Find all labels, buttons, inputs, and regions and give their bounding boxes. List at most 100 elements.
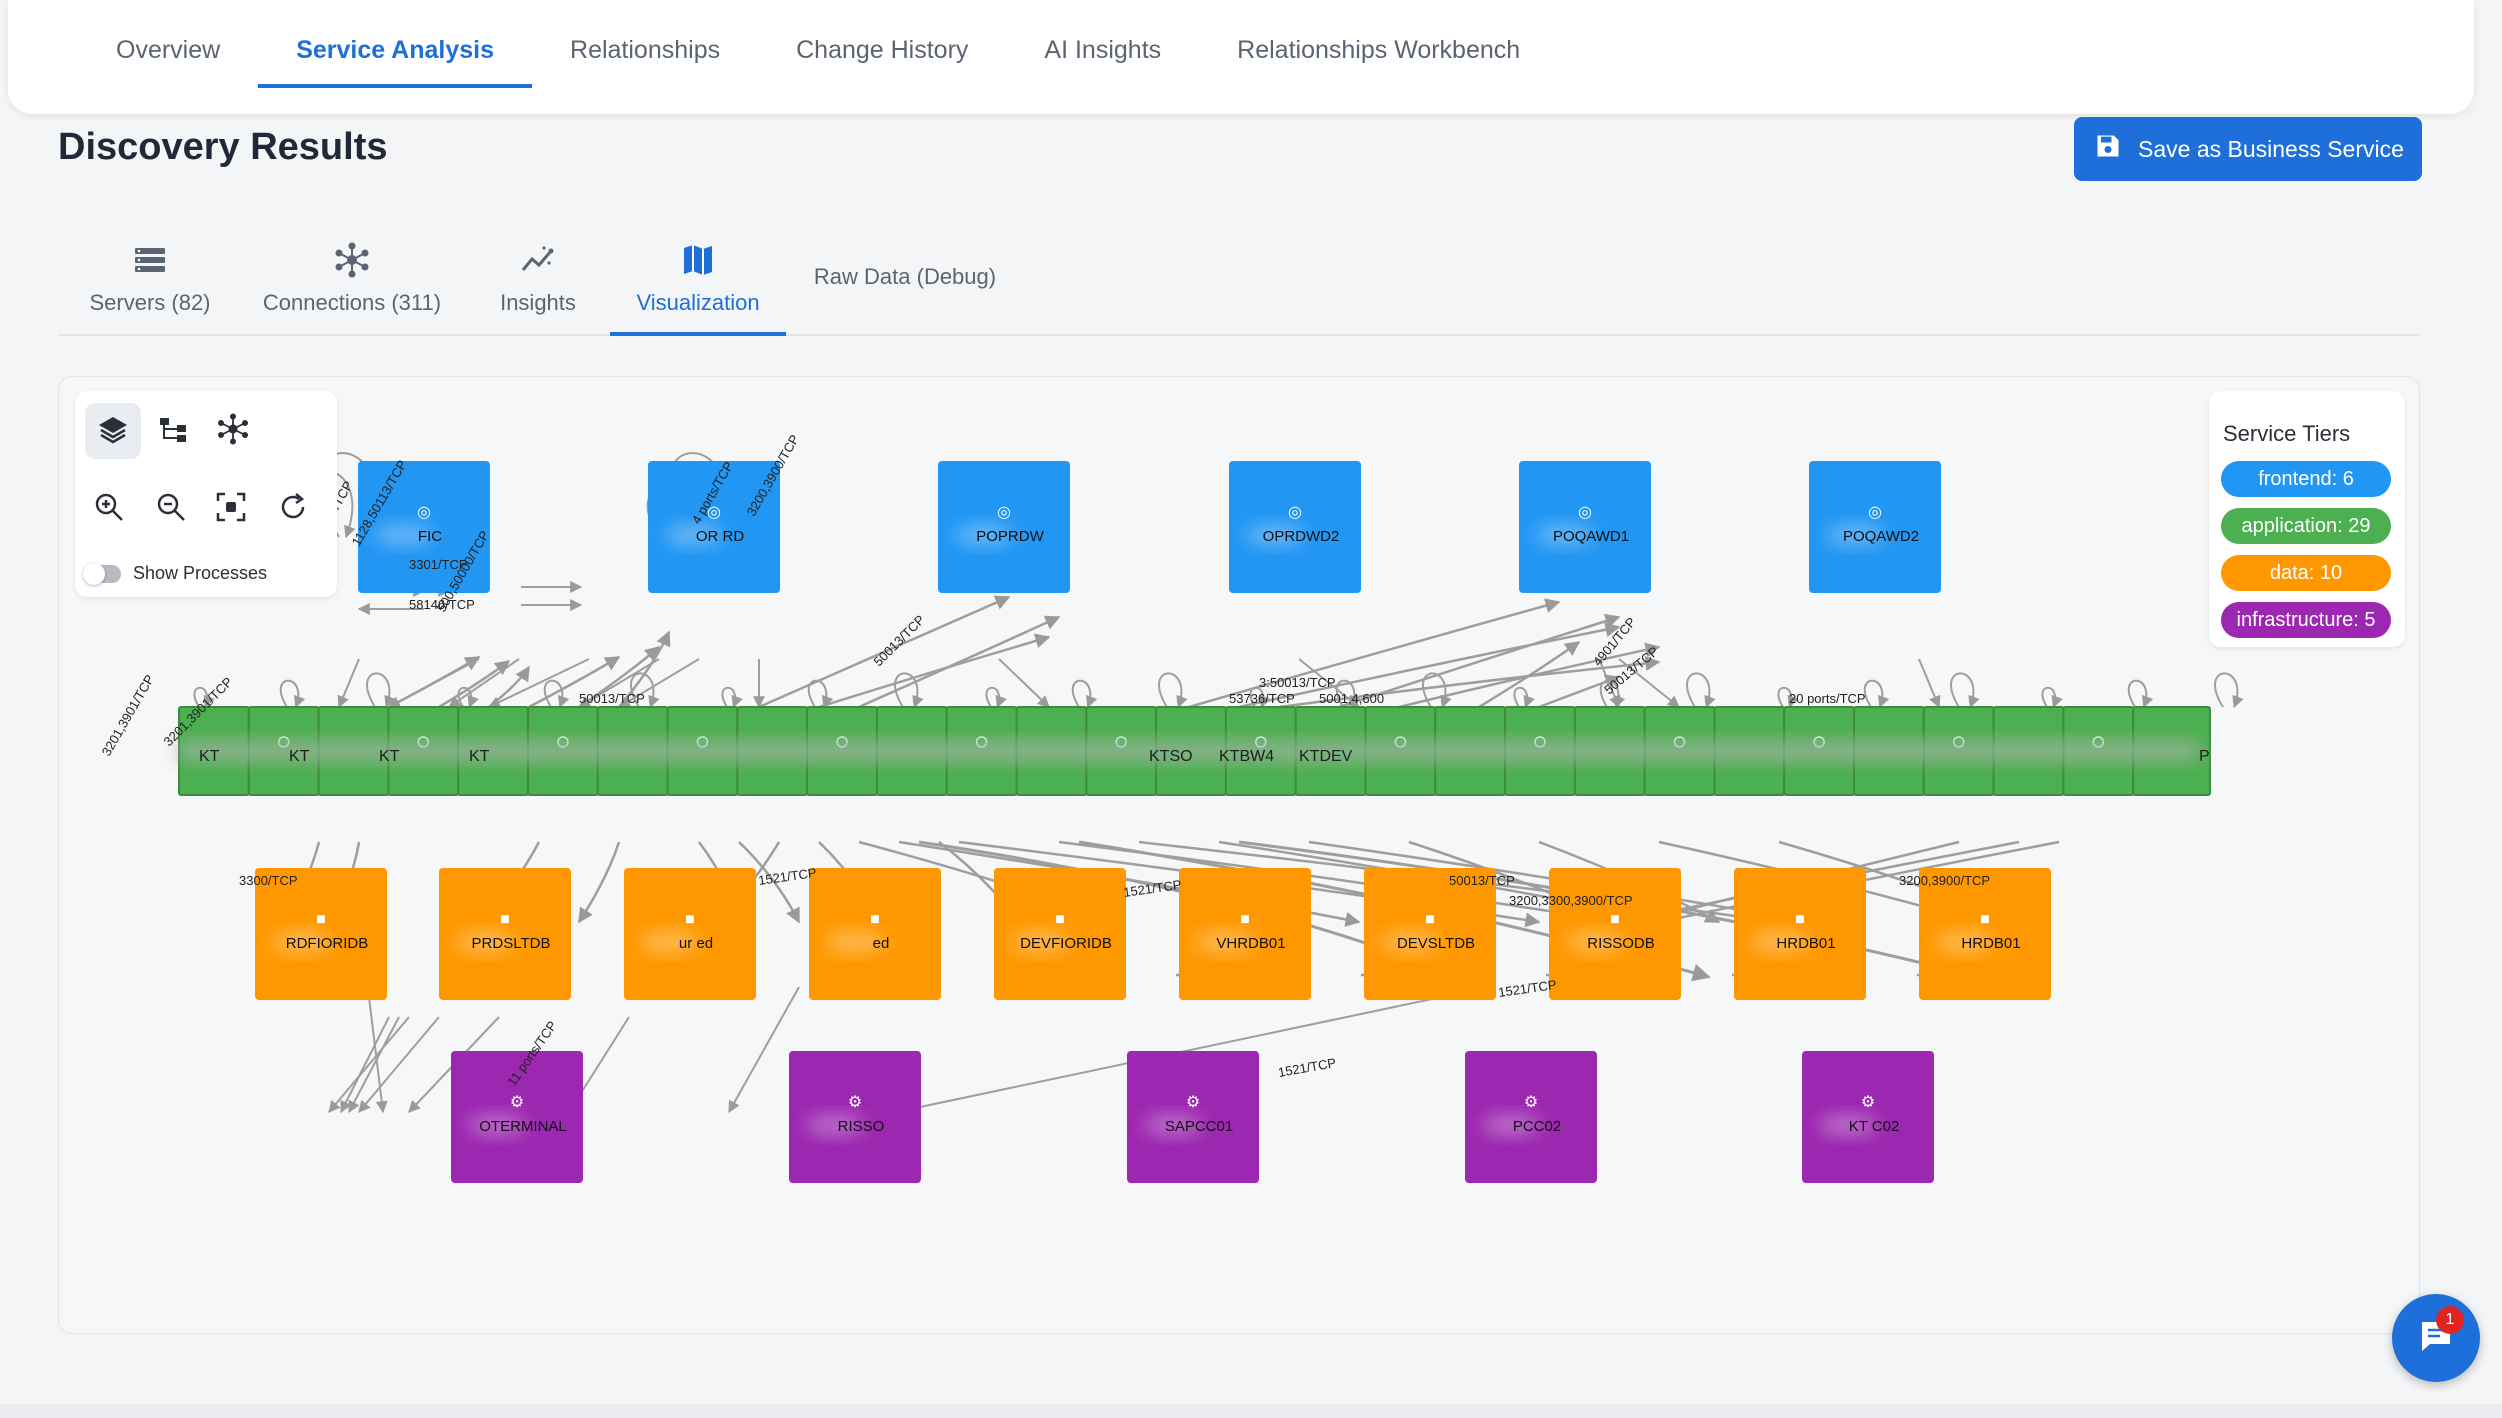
self-loop-edge[interactable]: [1158, 672, 1188, 709]
tab-servers[interactable]: Servers (82): [80, 228, 220, 336]
legend-infrastructure[interactable]: infrastructure: 5: [2221, 602, 2391, 638]
self-loop-edge[interactable]: [366, 672, 396, 709]
self-loop-edge[interactable]: [1422, 672, 1452, 709]
infrastructure-node[interactable]: ⚙KT C02: [1802, 1051, 1934, 1183]
dependency-edge[interactable]: [348, 1016, 400, 1114]
self-loop-edge[interactable]: [1777, 686, 1799, 709]
tab-service-analysis[interactable]: Service Analysis: [258, 0, 533, 88]
dependency-edge[interactable]: [438, 660, 511, 709]
reset-view-button[interactable]: [271, 487, 315, 531]
dependency-edge[interactable]: [858, 615, 1061, 709]
dependency-edge[interactable]: [488, 665, 531, 708]
self-loop-edge[interactable]: [1686, 672, 1716, 709]
self-loop-edge[interactable]: [807, 679, 834, 709]
dependency-edge[interactable]: [1278, 655, 1661, 709]
force-layout-button[interactable]: [205, 403, 261, 459]
data-node[interactable]: ■ur ed: [624, 868, 756, 1000]
data-node[interactable]: ■HRDB01: [1919, 868, 2051, 1000]
dependency-edge[interactable]: [1338, 613, 1621, 709]
dependency-edge[interactable]: [1598, 658, 1621, 709]
dependency-edge[interactable]: [617, 658, 700, 708]
zoom-out-button[interactable]: [149, 487, 193, 531]
tab-raw-data[interactable]: Raw Data (Debug): [810, 228, 1000, 336]
dependency-edge[interactable]: [1298, 658, 1360, 708]
dependency-edge[interactable]: [1188, 598, 1561, 709]
self-loop-edge[interactable]: [543, 679, 570, 709]
legend-application[interactable]: application: 29: [2221, 508, 2391, 544]
data-node[interactable]: ■VHRDB01: [1179, 868, 1311, 1000]
tab-connections[interactable]: Connections (311): [254, 228, 450, 336]
self-loop-edge[interactable]: [1950, 672, 1980, 709]
self-loop-edge[interactable]: [2041, 686, 2063, 709]
self-loop-edge[interactable]: [985, 686, 1007, 709]
tab-visualization[interactable]: Visualization: [610, 228, 786, 336]
data-node[interactable]: ■RDFIORIDB: [255, 868, 387, 1000]
self-loop-edge[interactable]: [2214, 672, 2244, 709]
tab-relationships-workbench[interactable]: Relationships Workbench: [1237, 36, 1521, 64]
zoom-in-button[interactable]: [87, 487, 131, 531]
dependency-edge[interactable]: [1398, 642, 1661, 709]
data-node[interactable]: ■HRDB01: [1734, 868, 1866, 1000]
self-loop-edge[interactable]: [630, 672, 660, 709]
data-node[interactable]: ■PRDSLTDB: [439, 868, 571, 1000]
self-loop-edge[interactable]: [279, 679, 306, 709]
tab-ai-insights[interactable]: AI Insights: [1044, 36, 1162, 64]
dependency-edge[interactable]: [1478, 640, 1581, 709]
show-processes-toggle[interactable]: [83, 563, 121, 585]
tab-relationships[interactable]: Relationships: [570, 36, 721, 64]
infrastructure-node[interactable]: ⚙OTERMINAL: [451, 1051, 583, 1183]
dependency-edge[interactable]: [1918, 658, 1941, 709]
dependency-edge[interactable]: [728, 986, 800, 1114]
data-node[interactable]: ■ed: [809, 868, 941, 1000]
layered-layout-button[interactable]: [85, 403, 141, 459]
dependency-edge[interactable]: [577, 841, 621, 924]
self-loop-edge[interactable]: [894, 672, 924, 709]
legend-data[interactable]: data: 10: [2221, 555, 2391, 591]
dependency-edge[interactable]: [368, 996, 388, 1114]
self-loop-edge[interactable]: [1863, 679, 1890, 709]
tab-overview[interactable]: Overview: [116, 36, 221, 64]
dependency-edge[interactable]: [448, 658, 520, 708]
frontend-node[interactable]: ◎POQAWD2: [1809, 461, 1941, 593]
hierarchy-layout-button[interactable]: [145, 403, 201, 459]
dependency-edge[interactable]: [1238, 622, 1621, 709]
self-loop-edge[interactable]: [721, 686, 743, 709]
dependency-edge[interactable]: [577, 658, 660, 708]
legend-frontend[interactable]: frontend: 6: [2221, 461, 2391, 497]
data-node[interactable]: ■RISSODB: [1549, 868, 1681, 1000]
self-loop-edge[interactable]: [193, 686, 215, 709]
dependency-edge[interactable]: [487, 658, 590, 708]
chat-button[interactable]: [2392, 1294, 2480, 1382]
data-node[interactable]: ■DEVFIORIDB: [994, 868, 1126, 1000]
dependency-edge[interactable]: [998, 658, 1050, 708]
dependency-edge[interactable]: [1538, 674, 1621, 709]
dependency-edge[interactable]: [528, 655, 621, 709]
self-loop-edge[interactable]: [1071, 679, 1098, 709]
dependency-edge[interactable]: [758, 595, 1011, 709]
save-as-business-service-button[interactable]: Save as Business Service: [2074, 117, 2422, 181]
frontend-node[interactable]: ◎POQAWD1: [1519, 461, 1651, 593]
dependency-edge[interactable]: [738, 841, 801, 924]
frontend-node[interactable]: ◎OPRDWD2: [1229, 461, 1361, 593]
dependency-edge[interactable]: [818, 633, 1051, 709]
infrastructure-node[interactable]: ⚙PCC02: [1465, 1051, 1597, 1183]
self-loop-edge[interactable]: [2127, 679, 2154, 709]
tab-insights[interactable]: Insights: [488, 228, 588, 336]
data-node[interactable]: ■DEVSLTDB: [1364, 868, 1496, 1000]
frontend-node[interactable]: ◎OR RD: [648, 461, 780, 593]
dependency-edge[interactable]: [328, 1016, 410, 1113]
frontend-node[interactable]: ◎FIC: [358, 461, 490, 593]
fit-to-screen-button[interactable]: [209, 487, 253, 531]
frontend-node[interactable]: ◎POPRDW: [938, 461, 1070, 593]
dependency-edge[interactable]: [387, 658, 480, 708]
self-loop-edge[interactable]: [1513, 686, 1535, 709]
dependency-edge[interactable]: [340, 1016, 390, 1114]
self-loop-edge[interactable]: [1249, 686, 1271, 709]
infrastructure-node[interactable]: ⚙SAPCC01: [1127, 1051, 1259, 1183]
dependency-edge[interactable]: [337, 658, 360, 709]
tab-change-history[interactable]: Change History: [796, 36, 969, 64]
dependency-edge[interactable]: [358, 1016, 440, 1113]
infrastructure-node[interactable]: ⚙RISSO: [789, 1051, 921, 1183]
dependency-edge[interactable]: [1618, 658, 1680, 708]
